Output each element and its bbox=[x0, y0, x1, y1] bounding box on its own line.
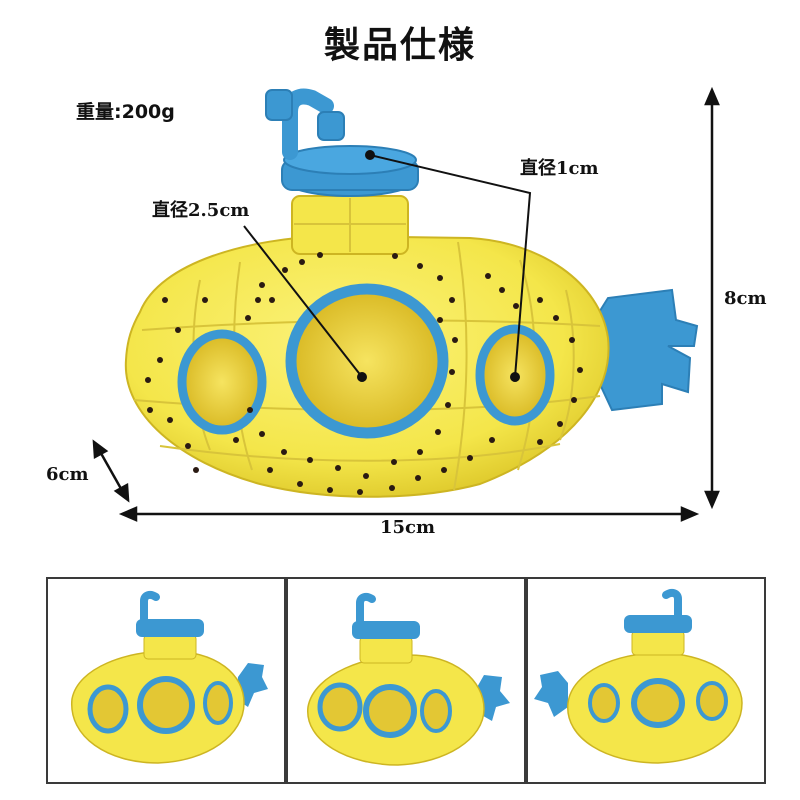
rivet-dot bbox=[441, 467, 447, 473]
rivet-dot bbox=[259, 431, 265, 437]
rivet-dot bbox=[537, 297, 543, 303]
thumbnail-view-2 bbox=[286, 577, 526, 784]
rivet-dot bbox=[363, 473, 369, 479]
rivet-dot bbox=[357, 489, 363, 495]
rivet-dot bbox=[437, 317, 443, 323]
rivet-dot bbox=[185, 443, 191, 449]
rivet-dot bbox=[202, 297, 208, 303]
rivet-dot bbox=[307, 457, 313, 463]
conning-tower bbox=[265, 88, 419, 255]
weight-label: 重量:200g bbox=[76, 101, 175, 123]
rivet-dot bbox=[415, 475, 421, 481]
rivet-dot bbox=[537, 439, 543, 445]
rivet-dot bbox=[452, 337, 458, 343]
rivet-dot bbox=[162, 297, 168, 303]
rivet-dot bbox=[513, 303, 519, 309]
rivet-dot bbox=[489, 437, 495, 443]
rivet-dot bbox=[193, 467, 199, 473]
rivet-dot bbox=[145, 377, 151, 383]
submarine-thumbnail-2 bbox=[307, 592, 510, 766]
rivet-dot bbox=[157, 357, 163, 363]
rivet-dot bbox=[435, 429, 441, 435]
rivet-dot bbox=[417, 449, 423, 455]
rivet-dot bbox=[577, 367, 583, 373]
thumbnail-view-3 bbox=[526, 577, 766, 784]
rivet-dot bbox=[175, 327, 181, 333]
rivet-dot bbox=[147, 407, 153, 413]
rivet-dot bbox=[445, 402, 451, 408]
rivet-dot bbox=[282, 267, 288, 273]
rivet-dot bbox=[335, 465, 341, 471]
rivet-dot bbox=[392, 253, 398, 259]
rivet-dot bbox=[449, 369, 455, 375]
rivet-dot bbox=[499, 287, 505, 293]
label-height: 8cm bbox=[724, 288, 767, 309]
rivet-dot bbox=[553, 315, 559, 321]
submarine-illustration bbox=[92, 86, 720, 522]
rivet-dot bbox=[299, 259, 305, 265]
rivet-dot bbox=[417, 263, 423, 269]
label-depth: 6cm bbox=[46, 464, 89, 485]
rivet-dot bbox=[449, 297, 455, 303]
rivet-dot bbox=[571, 397, 577, 403]
porthole-left bbox=[177, 329, 267, 435]
rivet-dot bbox=[255, 297, 261, 303]
tail-fin bbox=[586, 288, 699, 412]
rivet-dot bbox=[269, 297, 275, 303]
rivet-dot bbox=[437, 275, 443, 281]
porthole-center bbox=[285, 283, 449, 439]
rivet-dot bbox=[391, 459, 397, 465]
submarine-thumbnail-3 bbox=[534, 588, 743, 764]
rivet-dot bbox=[167, 417, 173, 423]
rivet-dot bbox=[389, 485, 395, 491]
submarine-thumbnail-1 bbox=[71, 590, 268, 764]
rivet-dot bbox=[297, 481, 303, 487]
rivet-dot bbox=[247, 407, 253, 413]
rivet-dot bbox=[557, 421, 563, 427]
label-diameter-large: 直径2.5cm bbox=[152, 200, 250, 221]
rivet-dot bbox=[467, 455, 473, 461]
rivet-dot bbox=[281, 449, 287, 455]
rivet-dot bbox=[327, 487, 333, 493]
rivet-dot bbox=[485, 273, 491, 279]
rivet-dot bbox=[259, 282, 265, 288]
callout-lines bbox=[243, 150, 532, 382]
page-title: 製品仕様 bbox=[323, 25, 476, 66]
rivet-dot bbox=[233, 437, 239, 443]
rivet-dot bbox=[245, 315, 251, 321]
rivet-dot bbox=[267, 467, 273, 473]
thumbnail-view-1 bbox=[46, 577, 286, 784]
dimension-arrows bbox=[92, 86, 720, 522]
rivet-dot bbox=[317, 252, 323, 258]
label-width: 15cm bbox=[380, 517, 436, 538]
label-diameter-small: 直径1cm bbox=[520, 158, 599, 179]
rivets bbox=[145, 252, 583, 495]
rivet-dot bbox=[569, 337, 575, 343]
